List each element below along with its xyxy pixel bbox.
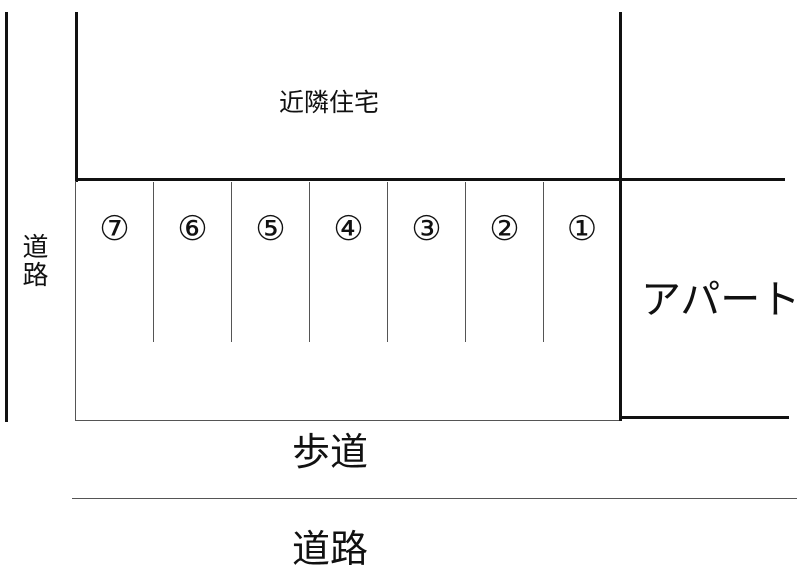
- stall-number: ①: [566, 209, 598, 249]
- stall-number: ④: [333, 209, 364, 249]
- neighbor-house-left-wall: [75, 12, 78, 182]
- parking-stall-6: ⑥: [154, 182, 231, 342]
- stall-divider: [309, 182, 310, 342]
- parking-stall-2: ②: [466, 182, 543, 342]
- parking-stall-7: ⑦: [76, 182, 153, 342]
- parking-lot-left-edge: [75, 181, 76, 421]
- stall-divider: [543, 182, 544, 342]
- stall-number: ③: [411, 209, 442, 249]
- sidewalk-road-divider: [72, 498, 797, 499]
- stall-number: ②: [489, 209, 520, 249]
- sidewalk-label: 歩道: [292, 430, 369, 474]
- stall-divider: [231, 182, 232, 342]
- neighbor-house-right-wall: [619, 12, 622, 182]
- apartment-left-wall: [619, 181, 622, 421]
- stall-divider: [465, 182, 466, 342]
- stall-number: ⑥: [177, 209, 208, 249]
- parking-stall-3: ③: [388, 182, 465, 342]
- stall-number: ⑦: [99, 209, 130, 249]
- road-bottom-label: 道路: [292, 527, 369, 571]
- neighbor-house-label: 近隣住宅: [279, 88, 380, 117]
- stall-number: ⑤: [255, 209, 286, 249]
- apartment-label: アパート: [641, 277, 801, 323]
- stall-divider: [153, 182, 154, 342]
- parking-stall-5: ⑤: [232, 182, 309, 342]
- road-left-label: 道路: [18, 233, 48, 289]
- parking-stall-4: ④: [310, 182, 387, 342]
- parking-stall-1: ①: [544, 182, 620, 342]
- left-road-edge: [5, 12, 8, 422]
- neighbor-house-bottom-wall: [75, 178, 785, 181]
- apartment-bottom-wall: [619, 416, 789, 419]
- parking-lot-bottom-edge: [75, 420, 620, 421]
- stall-divider: [387, 182, 388, 342]
